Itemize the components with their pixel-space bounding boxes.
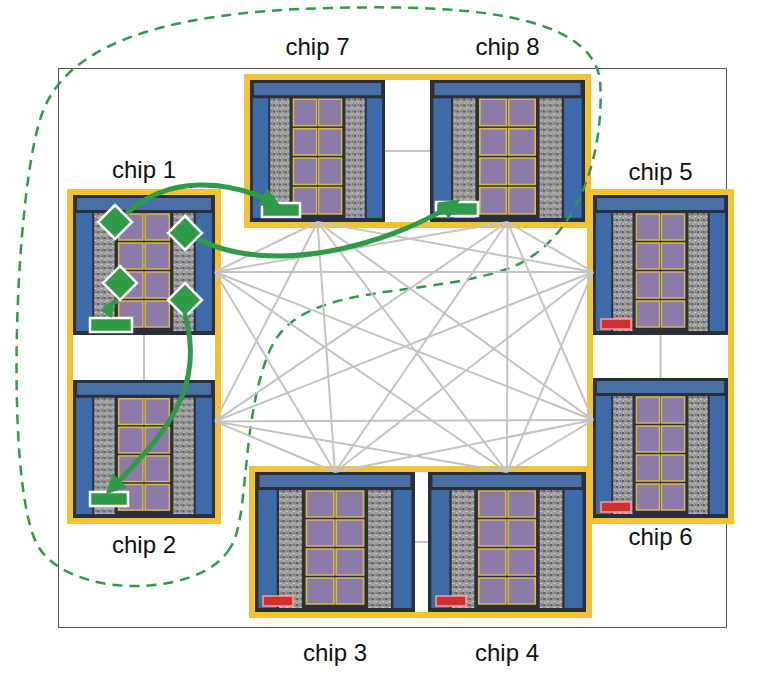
chip-label: chip 6	[628, 524, 692, 550]
transfer-arrow	[110, 315, 191, 490]
interconnect-link	[335, 222, 508, 472]
chip-label: chip 3	[303, 640, 367, 666]
chip-label: chip 2	[112, 532, 176, 558]
interconnect-link	[318, 222, 594, 420]
source-diamonds	[98, 205, 202, 317]
chip-node: chip 4	[428, 472, 586, 612]
chip-node: chip 3	[255, 472, 415, 612]
interconnect-link	[385, 150, 430, 152]
chip-label: chip 1	[112, 157, 176, 183]
group-boundary	[16, 7, 600, 586]
interconnect-link	[318, 222, 508, 472]
interconnect-link	[215, 272, 335, 472]
interconnect-link	[143, 335, 145, 380]
interconnect-link	[215, 222, 508, 272]
chip-node: chip 8	[430, 80, 585, 222]
chip-label: chip 7	[285, 34, 349, 60]
interconnect-link	[508, 222, 594, 420]
chip-node: chip 6	[593, 378, 728, 518]
chip-dies	[73, 80, 728, 612]
interconnect-link	[335, 272, 593, 472]
package-outlines	[70, 77, 731, 615]
interconnect-link	[215, 420, 593, 421]
transfer-arrow	[128, 185, 275, 212]
interconnect-link	[508, 222, 594, 272]
chip-node: chip 2	[73, 380, 215, 518]
interconnect-link	[415, 541, 428, 543]
interconnect-link	[507, 420, 593, 472]
interconnect-link	[215, 421, 507, 472]
interconnect-link	[660, 335, 662, 378]
chip-label: chip 5	[628, 159, 692, 185]
interconnect-link	[215, 222, 508, 421]
interconnect-link	[215, 271, 593, 273]
local-arrowhead	[100, 306, 114, 318]
interconnect-link	[215, 421, 335, 472]
chip-label: chip 8	[475, 34, 539, 60]
interconnect-link	[506, 222, 509, 472]
transfer-arrow	[200, 203, 455, 256]
chip-node: chip 5	[593, 195, 728, 335]
chip-node: chip 7	[250, 80, 385, 222]
data-blocks	[90, 202, 478, 506]
interconnect-link	[507, 272, 593, 472]
interconnect-link	[215, 222, 318, 272]
chip-node: chip 1	[73, 195, 215, 335]
chip-label: chip 4	[475, 640, 539, 666]
interconnect-link	[215, 272, 593, 421]
